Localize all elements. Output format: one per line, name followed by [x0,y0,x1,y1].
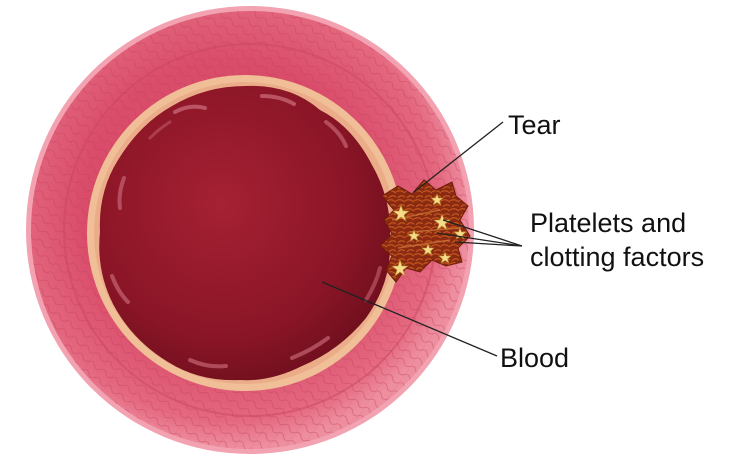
blood-lumen [99,86,390,380]
platelets-label-line1: Platelets and [530,208,686,238]
platelets-label-line2: clotting factors [530,242,704,272]
tear-label: Tear [508,110,561,140]
blood-label: Blood [500,343,569,373]
